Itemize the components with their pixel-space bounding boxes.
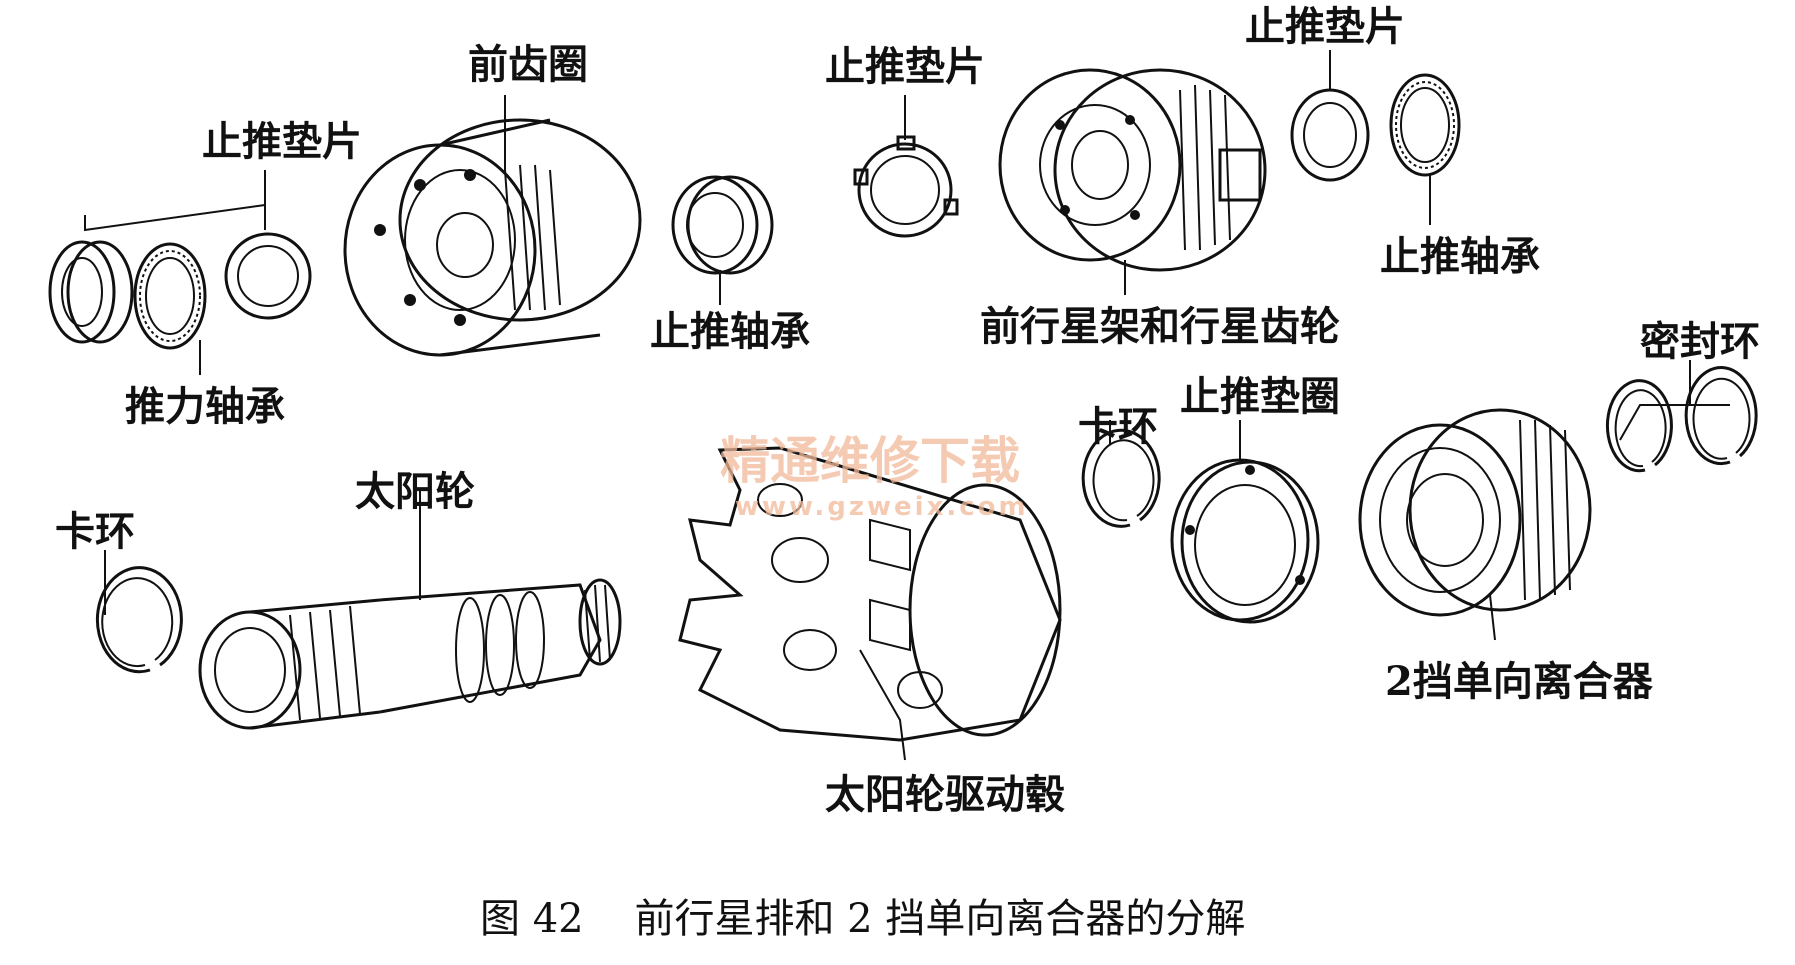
figure-caption: 图 42 前行星排和 2 挡单向离合器的分解 <box>480 896 1245 942</box>
label-thrust-bearing-1: 推力轴承 <box>125 383 285 430</box>
label-thrust-bearing-3: 止推轴承 <box>1380 233 1540 280</box>
thrust-race <box>1170 458 1320 624</box>
label-thrust-washer-3: 止推垫片 <box>1245 3 1405 50</box>
label-seal-ring: 密封环 <box>1640 318 1760 365</box>
label-snap-ring-1: 卡环 <box>55 508 135 555</box>
label-snap-ring-2: 卡环 <box>1078 403 1158 450</box>
label-front-carrier: 前行星架和行星齿轮 <box>980 303 1340 350</box>
thrust-washer-left <box>48 240 134 344</box>
thrust-washer-tabbed <box>853 135 959 238</box>
label-thrust-race: 止推垫圈 <box>1180 373 1340 420</box>
seal-ring-1 <box>1605 379 1673 473</box>
label-thrust-washer-2: 止推垫片 <box>825 43 985 90</box>
thrust-washer-mid <box>224 232 312 320</box>
watermark-title: 精通维修下载 <box>720 432 1020 490</box>
label-sun-gear: 太阳轮 <box>355 468 475 515</box>
watermark-url: www.gzweix.com <box>735 492 1029 522</box>
sun-gear-drive-shell <box>678 446 1062 742</box>
label-thrust-bearing-2: 止推轴承 <box>650 308 810 355</box>
label-front-ring-gear: 前齿圈 <box>468 41 588 88</box>
thrust-washer-right <box>1290 88 1370 182</box>
leader-lines <box>84 50 1730 761</box>
label-thrust-washer-1: 止推垫片 <box>202 118 362 165</box>
sun-gear <box>198 578 622 730</box>
thrust-bearing-left <box>133 242 207 350</box>
front-ring-gear <box>343 118 642 357</box>
second-gear-one-way-clutch <box>1358 408 1592 617</box>
seal-ring-2 <box>1684 366 1758 466</box>
front-planet-carrier <box>998 68 1267 272</box>
snap-ring-mid <box>1081 428 1161 528</box>
snap-ring-left <box>95 566 183 674</box>
thrust-bearing-mid <box>671 175 774 275</box>
label-sun-gear-drive-shell: 太阳轮驱动毂 <box>825 771 1065 818</box>
thrust-bearing-right <box>1389 73 1461 177</box>
label-one-way-clutch: 2挡单向离合器 <box>1385 658 1654 705</box>
